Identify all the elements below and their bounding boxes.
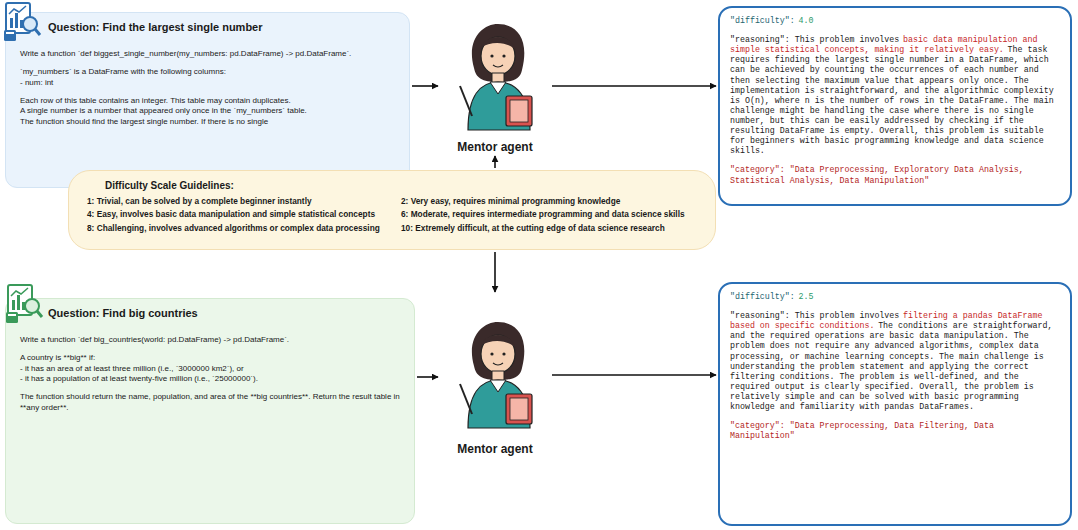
text-group: Each row of this table contains an integ… (20, 96, 395, 106)
text-group: - it has an area of at least three milli… (20, 364, 400, 374)
output-box: "difficulty":4.0 "reasoning": This proble… (718, 6, 1072, 206)
text-group: The function should return the name, pop… (20, 392, 400, 413)
text-group: - num: int (20, 78, 395, 88)
text-group: "reasoning": This problem involvesfilter… (730, 311, 1060, 412)
arrow-connector (494, 156, 496, 168)
node-text: Each row of this table contains an integ… (20, 96, 291, 105)
text-group: Mentor agent (457, 442, 532, 456)
arrow-connector (552, 85, 716, 87)
node-text: "category": "Data Preprocessing, Explora… (730, 165, 1024, 184)
text-group: "difficulty":4.0 (730, 16, 1060, 26)
node-text: Difficulty Scale Guidelines: (105, 180, 234, 191)
text-group: "category": "Data Preprocessing, Data Fi… (730, 421, 1060, 441)
node-text: The task requires finding the largest si… (730, 45, 1054, 155)
question-box: Question: Find the largest single number… (5, 12, 410, 188)
text-group: A single number is a number that appeare… (20, 106, 395, 116)
text-group: A country is **big** if: (20, 353, 400, 363)
text-group: The function should find the largest sin… (20, 117, 395, 127)
text-group: `my_numbers` is a DataFrame with the fol… (20, 67, 395, 77)
guideline-band: Difficulty Scale Guidelines: 1: Trivial, … (68, 170, 716, 250)
node-text: Mentor agent (457, 140, 532, 154)
text-group: Question: Find big countries (20, 307, 400, 321)
node-text: 6: Moderate, requires intermediate progr… (401, 209, 697, 219)
node-text: `my_numbers` is a DataFrame with the fol… (20, 67, 226, 76)
node-text: - num: int (20, 78, 53, 87)
question-box: Question: Find big countriesWrite a func… (5, 298, 415, 524)
node-text: 4: Easy, involves basic data manipulatio… (87, 209, 383, 219)
output-box: "difficulty":2.5 "reasoning": This proble… (718, 282, 1072, 526)
text-group: "reasoning": This problem involvesbasic … (730, 35, 1060, 156)
arrow-connector (494, 252, 496, 292)
node-text: "difficulty": (730, 292, 795, 301)
node-text: Mentor agent (457, 442, 532, 456)
arrow-connector (552, 374, 716, 376)
node-text: 8: Challenging, involves advanced algori… (87, 223, 383, 233)
node-text: "category": "Data Preprocessing, Data Fi… (730, 421, 994, 440)
mentor-agent: Mentor agent (440, 18, 550, 154)
node-text: - it has a population of at least twenty… (20, 374, 258, 383)
text-group: Question: Find the largest single number (20, 21, 395, 35)
node-text: Write a function `def big_countries(worl… (20, 335, 289, 344)
node-text: A single number is a number that appeare… (20, 106, 307, 115)
mentor-figure (452, 318, 542, 430)
arrow-connector (412, 85, 438, 87)
data-icon (4, 282, 44, 324)
text-group: 1: Trivial, can be solved by a complete … (87, 196, 697, 233)
node-text: 2.5 (798, 292, 813, 301)
text-group: "difficulty":2.5 (730, 292, 1060, 302)
mentor-figure (452, 20, 542, 132)
node-text: "reasoning": This problem involves (730, 311, 899, 320)
node-text: Question: Find the largest single number (48, 21, 263, 33)
node-text: Write a function `def biggest_single_num… (20, 49, 351, 58)
text-group: Write a function `def big_countries(worl… (20, 335, 400, 345)
node-text: The function should find the largest sin… (20, 117, 268, 126)
mentor-agent: Mentor agent (440, 294, 550, 456)
node-text: A country is **big** if: (20, 353, 95, 362)
node-text: 2: Very easy, requires minimal programmi… (401, 196, 697, 206)
node-text: "reasoning": This problem involves (730, 35, 899, 44)
node-text: The function should return the name, pop… (20, 392, 400, 411)
arrow-connector (417, 376, 438, 378)
node-text: Question: Find big countries (48, 307, 198, 319)
node-text: 10: Extremely difficult, at the cutting … (401, 223, 697, 233)
text-group: Write a function `def biggest_single_num… (20, 49, 395, 59)
node-text: 4.0 (798, 16, 813, 25)
node-text: "difficulty": (730, 16, 795, 25)
text-group: Mentor agent (457, 140, 532, 154)
node-text: 1: Trivial, can be solved by a complete … (87, 196, 383, 206)
text-group: "category": "Data Preprocessing, Explora… (730, 165, 1060, 185)
text-group: Difficulty Scale Guidelines: (87, 180, 697, 191)
node-text: The conditions are straightforward, and … (730, 321, 1052, 411)
node-text: - it has an area of at least three milli… (20, 364, 244, 373)
data-icon (2, 0, 42, 42)
text-group: - it has a population of at least twenty… (20, 374, 400, 384)
